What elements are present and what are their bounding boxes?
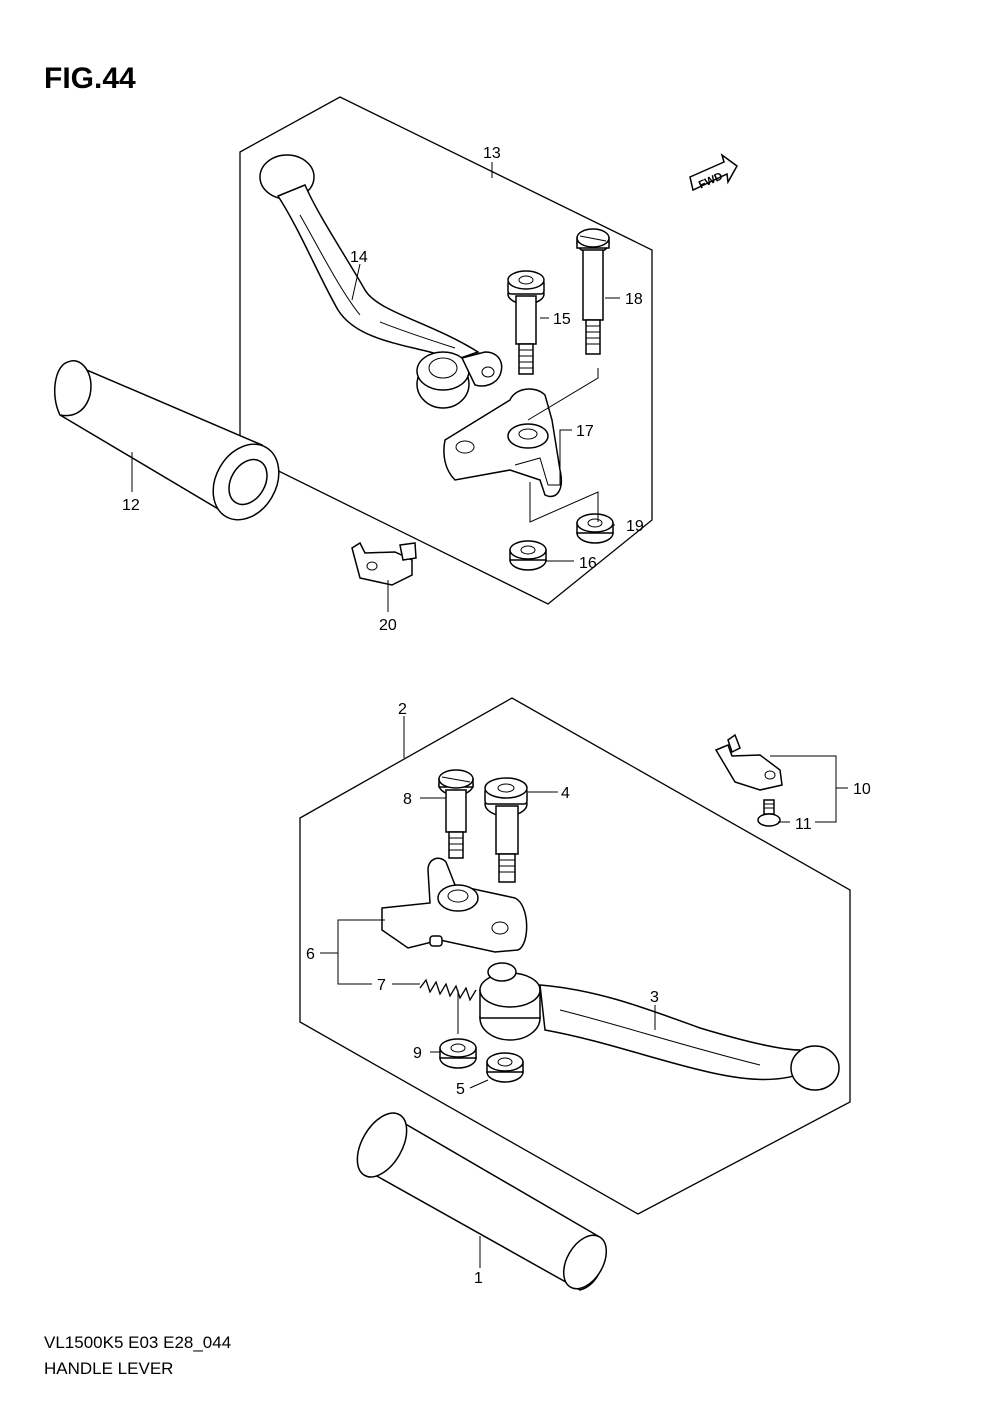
callout-3: 3 — [650, 989, 659, 1006]
switch-screw-part — [757, 799, 781, 827]
callout-16: 16 — [579, 555, 597, 572]
callout-4: 4 — [561, 785, 570, 802]
callout-2: 2 — [398, 701, 407, 718]
lower-lock-nut-part — [439, 1038, 477, 1069]
lower-assembly-outline — [299, 697, 851, 1215]
lower-nut-part — [486, 1052, 524, 1083]
spring-part — [419, 978, 477, 1002]
callout-18: 18 — [625, 291, 643, 308]
handlebar-grip-part — [356, 1112, 608, 1291]
figure-title: FIG.44 — [44, 62, 136, 95]
adjuster-screw-part — [576, 228, 610, 355]
fwd-arrow-icon: FWD — [689, 153, 738, 192]
leader-lines-upper — [131, 162, 620, 612]
callout-12: 12 — [122, 497, 140, 514]
callout-8: 8 — [403, 791, 412, 808]
callout-19: 19 — [626, 518, 644, 535]
callout-labels: 1 2 3 4 5 6 7 8 9 10 11 12 13 14 15 16 1… — [122, 145, 871, 1287]
section-title: HANDLE LEVER — [44, 1359, 174, 1378]
lower-adjuster-screw-part — [438, 769, 474, 859]
callout-10: 10 — [853, 781, 871, 798]
lock-nut-part — [576, 513, 614, 544]
lower-pivot-bolt-part — [484, 777, 528, 883]
lever-holder-part — [443, 388, 562, 498]
leader-lines-lower — [320, 716, 848, 1268]
callout-5: 5 — [456, 1081, 465, 1098]
throttle-grip-part — [53, 360, 280, 521]
callout-17: 17 — [576, 423, 594, 440]
callout-7: 7 — [377, 977, 386, 994]
pivot-bolt-part — [507, 270, 545, 375]
clutch-lever-part — [479, 962, 840, 1091]
clutch-lever-holder-part — [381, 857, 528, 953]
brake-lever-part — [259, 154, 503, 409]
callout-15: 15 — [553, 311, 571, 328]
callout-13: 13 — [483, 145, 501, 162]
callout-20: 20 — [379, 617, 397, 634]
model-code: VL1500K5 E03 E28_044 — [44, 1333, 232, 1352]
callout-6: 6 — [306, 946, 315, 963]
front-brake-switch-part — [351, 541, 417, 586]
callout-9: 9 — [413, 1045, 422, 1062]
clutch-switch-part — [714, 733, 783, 791]
callout-14: 14 — [350, 249, 368, 266]
callout-11: 11 — [795, 816, 812, 833]
callout-1: 1 — [474, 1270, 483, 1287]
nut-part — [509, 540, 547, 571]
